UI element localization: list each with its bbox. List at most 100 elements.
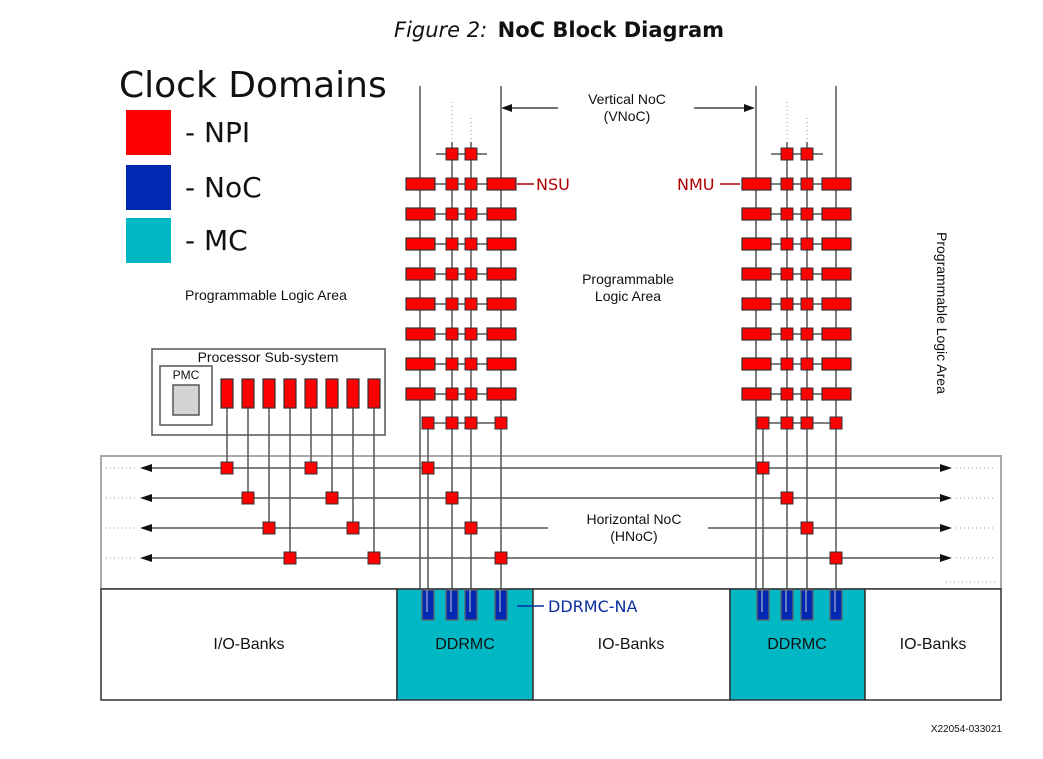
- ddrmc-1-label: DDRMC: [435, 636, 495, 653]
- ddrmc-na-block: [780, 589, 794, 621]
- hnoc-arrow-left: [140, 494, 152, 502]
- legend-swatch-mc: [126, 218, 171, 263]
- nsu-block: [486, 357, 517, 371]
- ddrmc-na-block: [756, 589, 770, 621]
- nsu-block: [486, 297, 517, 311]
- vnoc-switch: [800, 387, 814, 401]
- ddrmc-na-block: [464, 589, 478, 621]
- vnoc-switch: [780, 267, 794, 281]
- ps-npi-block: [283, 378, 297, 409]
- hnoc-label-1: Horizontal NoC: [587, 511, 682, 527]
- legend-swatch-noc: [126, 165, 171, 210]
- pmc-label: PMC: [173, 368, 200, 382]
- legend-label-noc: - NoC: [185, 171, 262, 204]
- nmu-block: [405, 237, 436, 251]
- vnoc-switch: [800, 267, 814, 281]
- ddrmc-2-label: DDRMC: [767, 636, 827, 653]
- vnoc-arrow-left-head: [501, 104, 512, 112]
- nmu-block: [405, 177, 436, 191]
- ddrmc-na-block: [800, 589, 814, 621]
- vnoc-switch: [780, 387, 794, 401]
- vnoc-switch: [445, 327, 459, 341]
- vnoc-switch: [800, 416, 814, 430]
- hnoc-arrow-right: [940, 464, 952, 472]
- hnoc-switch: [241, 491, 255, 505]
- hnoc-arrow-right: [940, 494, 952, 502]
- io-bank-2: [532, 588, 731, 701]
- nmu-block: [405, 327, 436, 341]
- noc-fabric: [220, 86, 852, 590]
- nmu-block: [741, 327, 772, 341]
- hnoc-switch: [283, 551, 297, 565]
- hnoc-switch: [756, 461, 770, 475]
- vnoc-switch: [464, 327, 478, 341]
- vnoc-switch: [445, 416, 459, 430]
- hnoc-switch: [464, 521, 478, 535]
- ddrmc-na-block: [421, 589, 435, 621]
- nsu-block: [821, 207, 852, 221]
- pl-area-center-label-1: Programmable: [582, 271, 674, 287]
- ps-npi-block: [367, 378, 381, 409]
- nsu-block: [821, 327, 852, 341]
- nmu-block: [405, 357, 436, 371]
- vnoc-switch: [800, 327, 814, 341]
- vnoc-switch: [800, 357, 814, 371]
- nsu-block: [821, 357, 852, 371]
- hnoc-arrow-left: [140, 464, 152, 472]
- nmu-block: [405, 387, 436, 401]
- nsu-block: [821, 237, 852, 251]
- hnoc-switch: [829, 551, 843, 565]
- vnoc-switch: [445, 147, 459, 161]
- vnoc-switch: [494, 416, 508, 430]
- vnoc-label-2: (VNoC): [604, 108, 651, 124]
- nsu-block: [821, 177, 852, 191]
- vnoc-switch: [464, 207, 478, 221]
- hnoc-switch: [780, 491, 794, 505]
- pl-area-center-label-2: Logic Area: [595, 288, 661, 304]
- vnoc-switch: [780, 207, 794, 221]
- hnoc-label-2: (HNoC): [610, 528, 657, 544]
- nsu-block: [821, 387, 852, 401]
- nmu-block: [741, 207, 772, 221]
- nsu-block: [486, 207, 517, 221]
- vnoc-switch: [780, 327, 794, 341]
- pmc-core: [172, 384, 200, 416]
- vnoc-switch: [800, 147, 814, 161]
- nmu-block: [741, 357, 772, 371]
- vnoc-switch: [445, 387, 459, 401]
- vnoc-switch: [780, 147, 794, 161]
- nmu-block: [405, 267, 436, 281]
- hnoc-switch: [346, 521, 360, 535]
- ddrmc-na-block: [445, 589, 459, 621]
- nsu-label: NSU: [536, 175, 570, 194]
- nmu-block: [741, 297, 772, 311]
- caption-title: NoC Block Diagram: [498, 18, 724, 42]
- io-bank-3: [864, 588, 1002, 701]
- ddrmc-na-label: DDRMC-NA: [548, 597, 637, 616]
- hnoc-switch: [367, 551, 381, 565]
- vnoc-switch: [800, 237, 814, 251]
- vnoc-switch: [445, 177, 459, 191]
- vnoc-switch: [800, 177, 814, 191]
- hnoc-switch: [325, 491, 339, 505]
- figure-id: X22054-033021: [931, 724, 1003, 735]
- nmu-block: [741, 177, 772, 191]
- ps-npi-block: [241, 378, 255, 409]
- legend-swatch-npi: [126, 110, 171, 155]
- pl-area-right-label: Programmable Logic Area: [934, 232, 950, 394]
- vnoc-switch: [464, 237, 478, 251]
- legend: Clock Domains - NPI - NoC - MC: [119, 65, 387, 263]
- hnoc-switch: [304, 461, 318, 475]
- nsu-block: [821, 267, 852, 281]
- caption-prefix: Figure 2:: [394, 18, 487, 42]
- nmu-block: [741, 387, 772, 401]
- vnoc-switch: [445, 267, 459, 281]
- hnoc-arrow-right: [940, 524, 952, 532]
- nsu-block: [486, 177, 517, 191]
- processor-subsystem-label: Processor Sub-system: [198, 349, 339, 365]
- legend-label-npi: - NPI: [185, 116, 250, 149]
- vnoc-switch: [445, 297, 459, 311]
- nmu-label: NMU: [677, 175, 714, 194]
- nsu-block: [486, 267, 517, 281]
